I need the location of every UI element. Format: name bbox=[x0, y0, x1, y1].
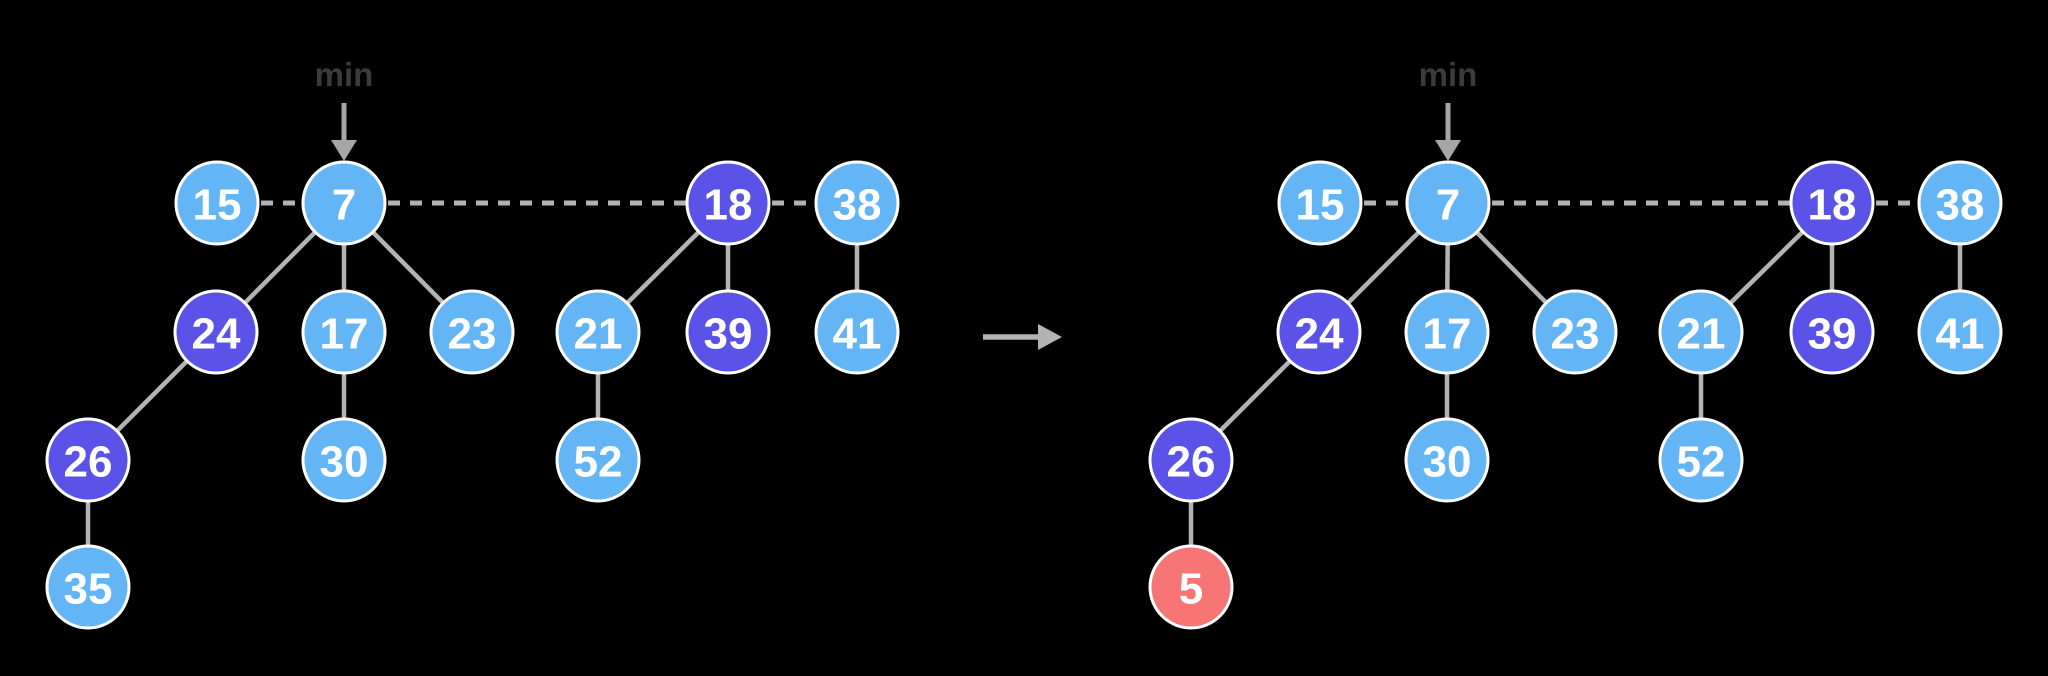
node-circle bbox=[1532, 289, 1618, 375]
node-value: 30 bbox=[320, 438, 369, 487]
min-pointer: min bbox=[1419, 56, 1478, 161]
node-circle bbox=[1789, 160, 1875, 246]
heap-node-35: 35 bbox=[45, 544, 131, 630]
node-value: 38 bbox=[1936, 181, 1985, 230]
node-circle bbox=[1658, 289, 1744, 375]
heap-node-23: 23 bbox=[429, 289, 515, 375]
node-circle bbox=[555, 289, 641, 375]
node-circle bbox=[555, 417, 641, 503]
node-circle bbox=[301, 160, 387, 246]
node-value: 38 bbox=[833, 181, 882, 230]
heap-node-39: 39 bbox=[685, 289, 771, 375]
node-circle bbox=[685, 289, 771, 375]
heap-node-30: 30 bbox=[301, 417, 387, 503]
node-value: 18 bbox=[704, 181, 753, 230]
min-label: min bbox=[315, 56, 374, 93]
heap-node-24: 24 bbox=[1276, 289, 1362, 375]
node-circle bbox=[173, 289, 259, 375]
node-circle bbox=[1658, 417, 1744, 503]
heap-node-30: 30 bbox=[1404, 417, 1490, 503]
node-circle bbox=[1277, 160, 1363, 246]
heap-node-5: 5 bbox=[1148, 544, 1234, 630]
node-circle bbox=[1917, 289, 2003, 375]
node-circle bbox=[1789, 289, 1875, 375]
heap-after: min 15 7 18 38 24 17 23 21 39 41 26 30 52 5 bbox=[1148, 56, 2003, 630]
heap-node-24: 24 bbox=[173, 289, 259, 375]
heap-node-7: 7 bbox=[301, 160, 387, 246]
min-arrow-icon bbox=[331, 140, 357, 161]
node-circle bbox=[1917, 160, 2003, 246]
heap-node-17: 17 bbox=[301, 289, 387, 375]
node-value: 52 bbox=[574, 438, 623, 487]
heap-node-39: 39 bbox=[1789, 289, 1875, 375]
transition-arrow-icon bbox=[983, 324, 1062, 350]
heap-node-41: 41 bbox=[814, 289, 900, 375]
node-value: 24 bbox=[192, 310, 241, 359]
transition-arrow-head bbox=[1038, 324, 1062, 350]
node-value: 41 bbox=[1936, 310, 1985, 359]
heap-node-18: 18 bbox=[685, 160, 771, 246]
node-circle bbox=[814, 160, 900, 246]
node-circle bbox=[45, 544, 131, 630]
node-value: 26 bbox=[64, 438, 113, 487]
node-value: 35 bbox=[64, 565, 113, 614]
node-value: 23 bbox=[448, 310, 497, 359]
heap-node-52: 52 bbox=[555, 417, 641, 503]
node-value: 24 bbox=[1295, 310, 1344, 359]
node-circle bbox=[301, 417, 387, 503]
heap-node-26: 26 bbox=[45, 417, 131, 503]
node-circle bbox=[1404, 417, 1490, 503]
min-pointer: min bbox=[315, 56, 374, 161]
node-value: 17 bbox=[1423, 310, 1472, 359]
node-value: 18 bbox=[1808, 181, 1857, 230]
heap-node-15: 15 bbox=[1277, 160, 1363, 246]
node-value: 30 bbox=[1423, 438, 1472, 487]
node-value: 7 bbox=[332, 181, 356, 230]
node-value: 7 bbox=[1436, 181, 1460, 230]
node-circle bbox=[174, 160, 260, 246]
node-circle bbox=[685, 160, 771, 246]
node-value: 23 bbox=[1551, 310, 1600, 359]
heap-node-18: 18 bbox=[1789, 160, 1875, 246]
heap-node-7: 7 bbox=[1405, 160, 1491, 246]
heap-node-17: 17 bbox=[1404, 289, 1490, 375]
heap-node-41: 41 bbox=[1917, 289, 2003, 375]
node-circle bbox=[1404, 289, 1490, 375]
heap-before: min 15 7 18 38 24 17 23 21 39 41 26 30 52 35 bbox=[45, 56, 900, 630]
heap-node-23: 23 bbox=[1532, 289, 1618, 375]
node-value: 21 bbox=[574, 310, 623, 359]
heap-node-52: 52 bbox=[1658, 417, 1744, 503]
heap-node-21: 21 bbox=[555, 289, 641, 375]
node-value: 15 bbox=[193, 181, 242, 230]
node-circle bbox=[1405, 160, 1491, 246]
heap-node-38: 38 bbox=[814, 160, 900, 246]
node-value: 52 bbox=[1677, 438, 1726, 487]
node-circle bbox=[1148, 417, 1234, 503]
node-circle bbox=[45, 417, 131, 503]
min-arrow-icon bbox=[1435, 140, 1461, 161]
node-value: 39 bbox=[704, 310, 753, 359]
min-label: min bbox=[1419, 56, 1478, 93]
node-value: 5 bbox=[1179, 565, 1203, 614]
node-value: 39 bbox=[1808, 310, 1857, 359]
node-circle bbox=[1148, 544, 1234, 630]
node-value: 41 bbox=[833, 310, 882, 359]
heap-node-38: 38 bbox=[1917, 160, 2003, 246]
node-value: 17 bbox=[320, 310, 369, 359]
node-value: 26 bbox=[1167, 438, 1216, 487]
node-circle bbox=[1276, 289, 1362, 375]
heap-node-26: 26 bbox=[1148, 417, 1234, 503]
heap-node-15: 15 bbox=[174, 160, 260, 246]
node-circle bbox=[814, 289, 900, 375]
node-circle bbox=[429, 289, 515, 375]
node-value: 21 bbox=[1677, 310, 1726, 359]
node-value: 15 bbox=[1296, 181, 1345, 230]
heap-node-21: 21 bbox=[1658, 289, 1744, 375]
node-circle bbox=[301, 289, 387, 375]
